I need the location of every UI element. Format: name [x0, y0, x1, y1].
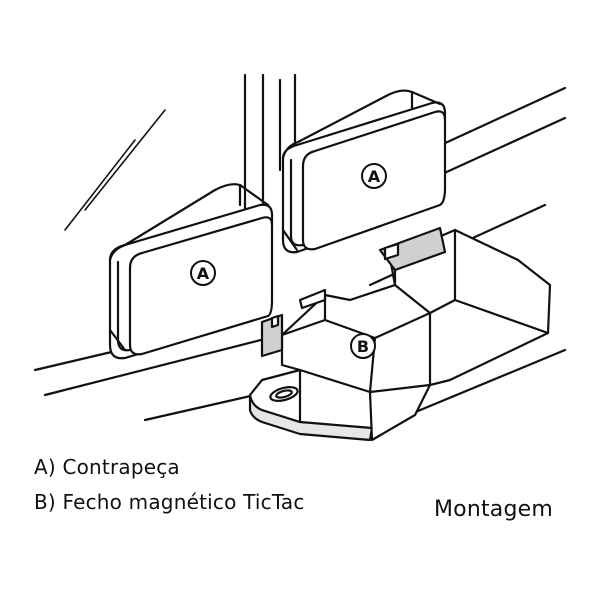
magnetic-latch-b	[248, 226, 552, 442]
glass-panel	[64, 73, 297, 231]
callout-circle-a-right	[361, 163, 387, 189]
legend-item-b: B) Fecho magnético TicTac	[34, 490, 305, 514]
counterpart-a-left	[108, 183, 274, 360]
legend-item-a: A) Contrapeça	[34, 455, 180, 479]
callout-circle-a-left	[190, 260, 216, 286]
callout-label-a-right: A	[368, 167, 381, 186]
callout-circle-b	[350, 333, 376, 359]
callout-label-a-left: A	[197, 264, 210, 283]
diagram-title: Montagem	[434, 497, 554, 522]
callout-label-b: B	[357, 337, 369, 356]
